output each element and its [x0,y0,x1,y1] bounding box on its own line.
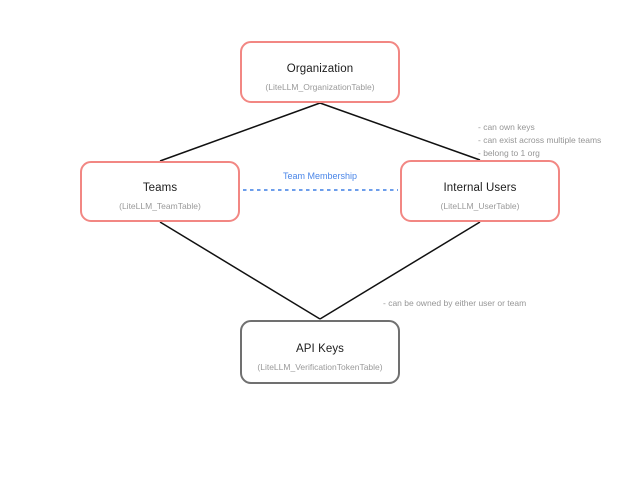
node-api-keys: API Keys (LiteLLM_VerificationTokenTable… [240,320,400,384]
node-api-keys-subtitle: (LiteLLM_VerificationTokenTable) [257,361,383,372]
edge-organization-internal-users [319,102,481,161]
internal-users-annotations: - can own keys - can exist across multip… [478,121,601,160]
node-teams-subtitle: (LiteLLM_TeamTable) [119,201,201,211]
annotation-belong-one-org: - belong to 1 org [478,148,540,158]
node-teams-title: Teams [142,182,178,194]
node-internal-users-title: Internal Users [443,181,517,194]
api-keys-annotation: - can be owned by either user or team [383,298,527,308]
team-membership-label: Team Membership [282,171,358,181]
node-organization: Organization (LiteLLM_OrganizationTable) [240,41,400,103]
node-organization-subtitle: (LiteLLM_OrganizationTable) [265,81,375,92]
node-internal-users-subtitle: (LiteLLM_UserTable) [440,200,520,211]
edge-teams-api-keys [159,221,321,320]
node-api-keys-title: API Keys [295,342,345,355]
annotation-can-own-keys: - can own keys [478,122,535,132]
node-internal-users: Internal Users (LiteLLM_UserTable) [400,160,560,222]
annotation-multiple-teams: - can exist across multiple teams [478,135,602,145]
edge-organization-teams [159,102,321,162]
node-teams: Teams (LiteLLM_TeamTable) [80,161,240,222]
node-organization-title: Organization [286,62,354,75]
